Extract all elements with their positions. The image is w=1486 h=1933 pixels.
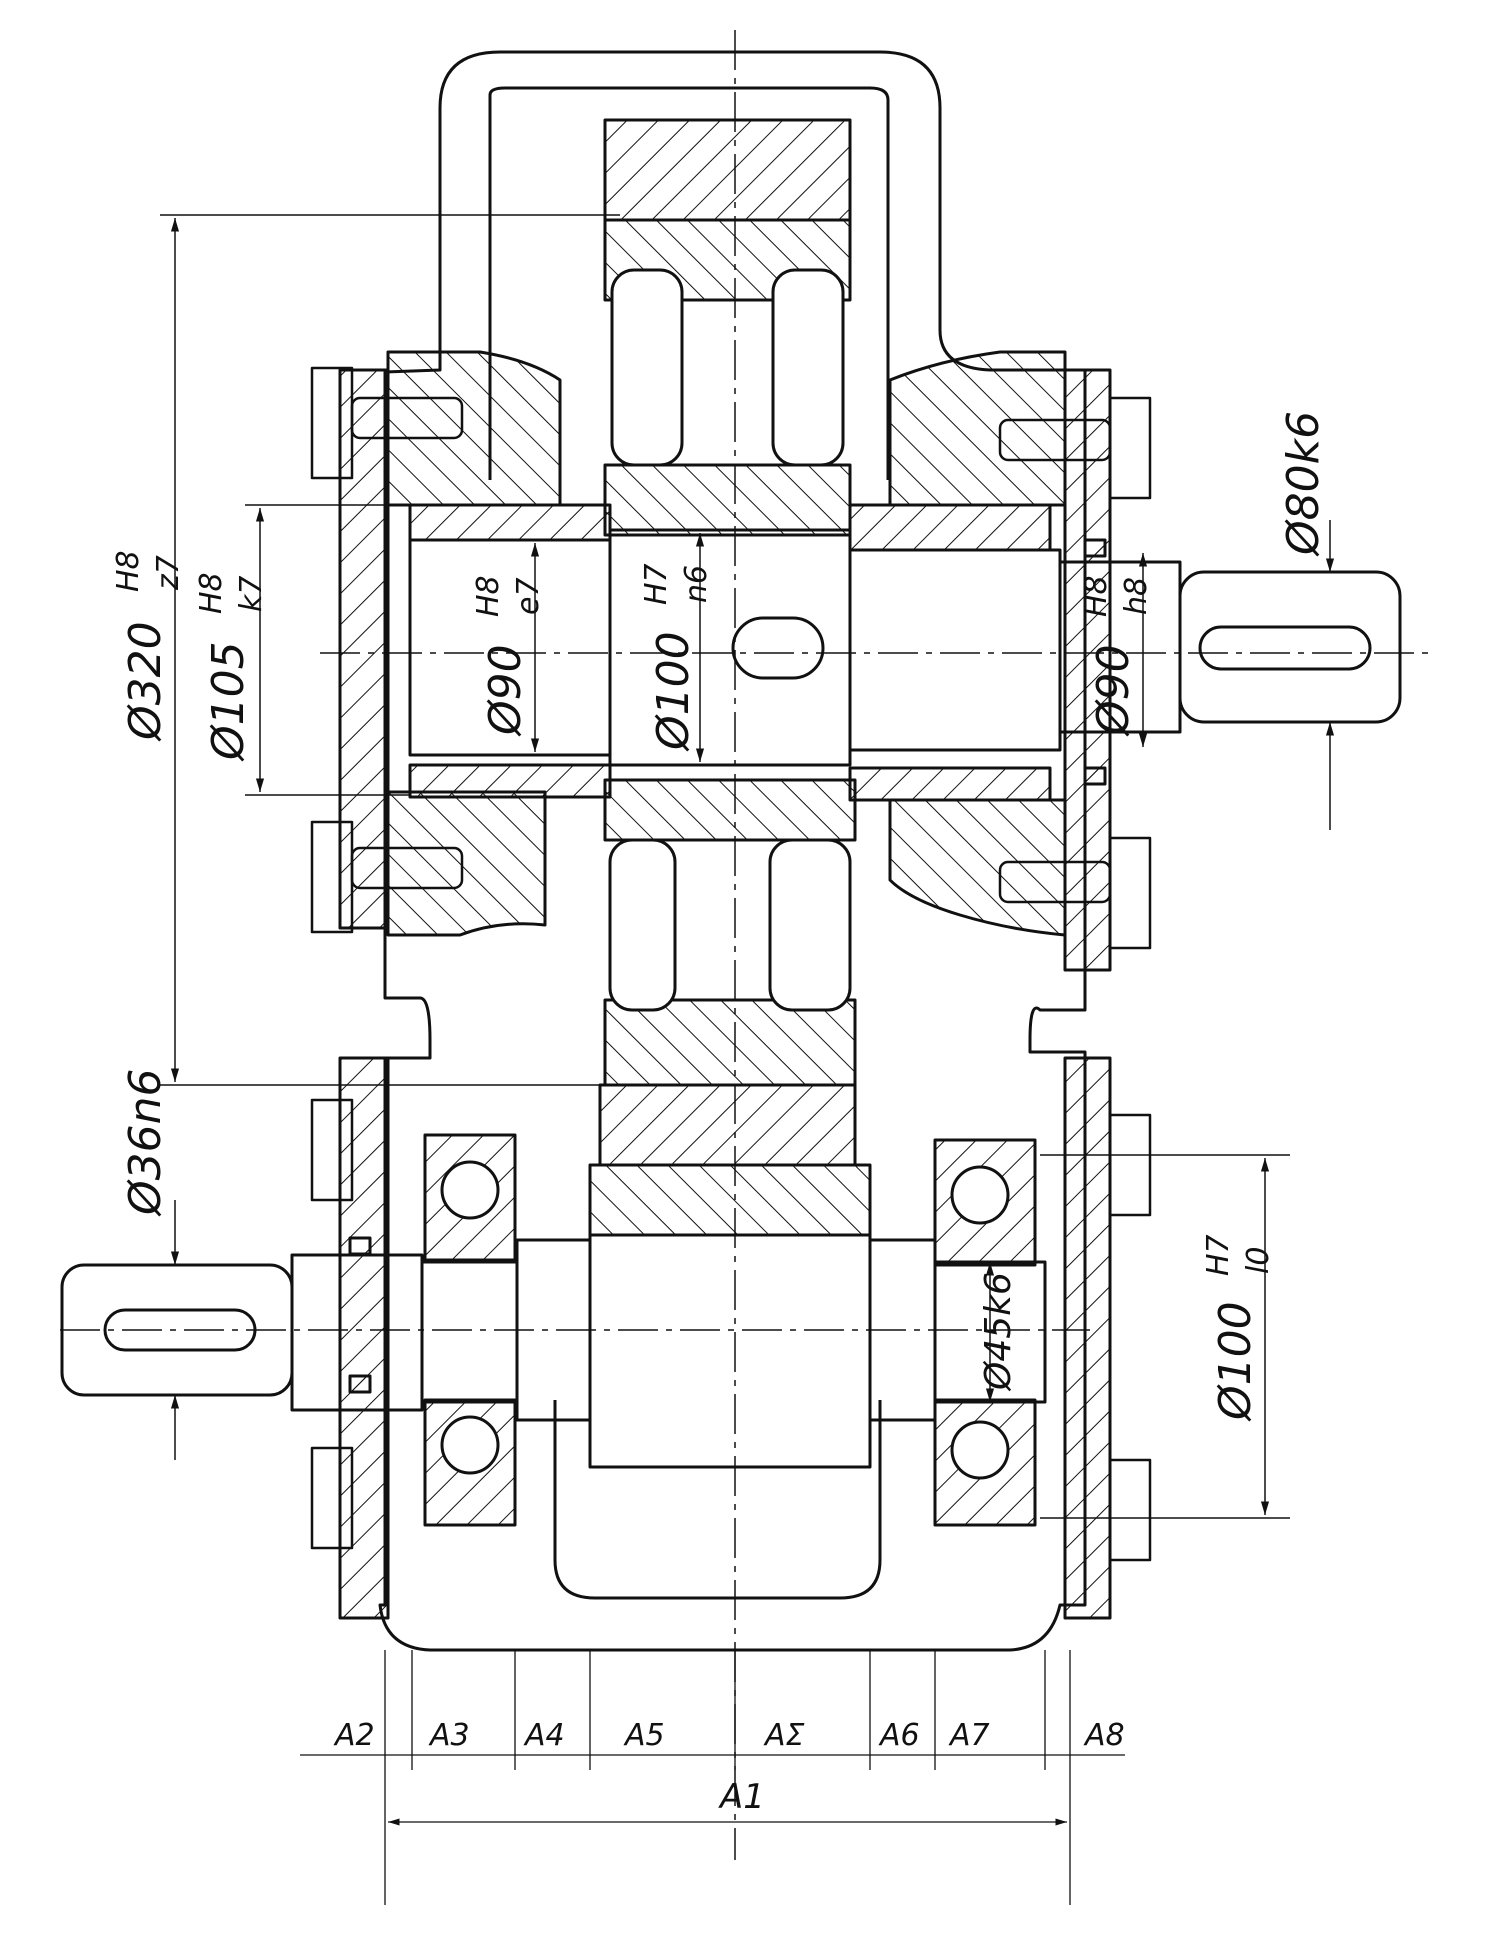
- middle-gear-lower: [603, 998, 857, 1087]
- left-cover-lower: [338, 1056, 390, 1620]
- label-d100-mid-num: H7: [639, 563, 674, 605]
- pinion-teeth: [588, 1163, 872, 1237]
- bolts: [310, 366, 1152, 1562]
- label-d320: Ø320: [120, 621, 171, 742]
- label-d80: Ø80k6: [1278, 411, 1329, 557]
- label-d100-low-den: l0: [1241, 1247, 1276, 1274]
- label-AE: AΣ: [763, 1718, 805, 1753]
- label-d90-left: Ø90: [480, 644, 531, 737]
- seal-icon: [348, 1374, 372, 1394]
- upper-gear-pocket-right: [771, 268, 845, 467]
- bearing-right-bottom: [933, 1398, 1037, 1527]
- label-A6: A6: [878, 1718, 920, 1753]
- label-d90-right-num: H8: [1079, 575, 1114, 617]
- housing-inner-bottom: [553, 1400, 882, 1600]
- middle-gear-rim: [598, 1083, 857, 1167]
- bearing-left-bottom: [423, 1398, 517, 1527]
- label-d90-right: Ø90: [1088, 644, 1139, 737]
- lower-shaft-seg1: [420, 1260, 519, 1404]
- pinion-body: [588, 1233, 872, 1469]
- upper-shaft-collar: [1058, 560, 1182, 734]
- label-d100-mid: Ø100: [648, 631, 699, 752]
- upper-gear-hub: [603, 463, 852, 537]
- seal-icon: [348, 1236, 372, 1256]
- label-d90-left-den: e7: [511, 577, 546, 615]
- bearing-left-top: [423, 1133, 517, 1262]
- label-d36: Ø36n6: [120, 1068, 171, 1217]
- label-A4: A4: [523, 1718, 565, 1753]
- label-d105-num: H8: [194, 572, 229, 614]
- label-A8: A8: [1083, 1718, 1125, 1753]
- left-cover-upper: [338, 368, 390, 930]
- upper-bushing-right-top: [848, 503, 1052, 552]
- label-A3: A3: [428, 1718, 470, 1753]
- right-cover-upper: [1063, 368, 1112, 972]
- upper-bushing-bottom: [408, 763, 612, 799]
- label-d100-low-num: H7: [1201, 1234, 1236, 1276]
- middle-gear-pocket-left: [608, 838, 677, 1012]
- label-d100-low: Ø100: [1210, 1301, 1261, 1422]
- middle-gear-web: [603, 778, 857, 842]
- upper-shaft-right: [848, 548, 1062, 752]
- upper-bushing-top: [408, 503, 612, 542]
- label-d320-num: H8: [111, 550, 146, 592]
- bearing-right-top: [933, 1138, 1037, 1267]
- seal-icon: [1083, 538, 1107, 558]
- housing-inner-top: [488, 86, 890, 480]
- label-d105-den: k7: [234, 576, 269, 612]
- flange-middle-left: [386, 790, 547, 937]
- upper-keyway-right: [1198, 625, 1372, 671]
- label-d90-right-den: h8: [1119, 577, 1154, 615]
- upper-shaft-end: [1178, 570, 1402, 724]
- seal-icon: [1083, 766, 1107, 786]
- label-d90-left-num: H8: [471, 575, 506, 617]
- label-d45: Ø45k6: [978, 1272, 1019, 1392]
- label-d105: Ø105: [203, 641, 254, 762]
- middle-gear-pocket-right: [768, 838, 852, 1012]
- right-cover-lower: [1063, 1056, 1112, 1620]
- flange-middle-right: [888, 798, 1067, 937]
- label-A2: A2: [333, 1718, 375, 1753]
- upper-gear-pocket-left: [610, 268, 684, 467]
- label-d320-den: z7: [151, 555, 186, 591]
- upper-gear-rim: [603, 118, 852, 222]
- label-A7: A7: [948, 1718, 990, 1753]
- label-A5: A5: [623, 1718, 665, 1753]
- label-A1: A1: [718, 1777, 765, 1817]
- flange-upper-right: [888, 350, 1067, 507]
- upper-keyway-center: [731, 616, 825, 680]
- flange-upper-left: [386, 350, 562, 507]
- label-d100-mid-den: n6: [679, 565, 714, 603]
- upper-bushing-right-bottom: [848, 766, 1052, 802]
